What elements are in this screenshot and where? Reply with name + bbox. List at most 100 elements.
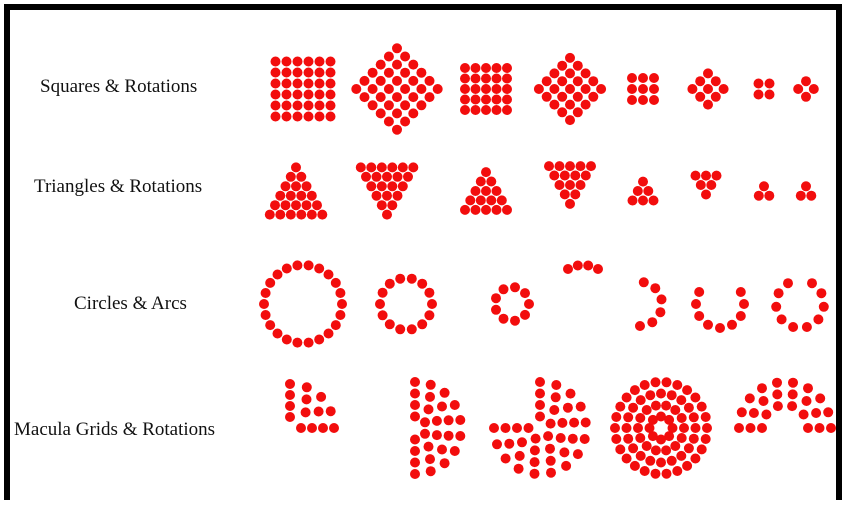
dot <box>314 335 324 345</box>
dot <box>690 454 700 464</box>
dot <box>376 76 386 86</box>
dot <box>433 84 443 94</box>
dot <box>304 57 314 67</box>
dot <box>799 410 809 420</box>
dot <box>788 389 798 399</box>
triangle-up-5 <box>460 167 512 215</box>
dot <box>630 461 640 471</box>
dot <box>460 84 470 94</box>
dot <box>535 400 545 410</box>
dot <box>375 299 385 309</box>
dot <box>410 458 420 468</box>
dot <box>481 167 491 177</box>
dot <box>581 171 591 181</box>
dot <box>395 274 405 284</box>
dot <box>815 393 825 403</box>
dot <box>633 423 643 433</box>
dot <box>581 68 591 78</box>
dot <box>492 186 502 196</box>
dot <box>293 101 303 111</box>
dot <box>623 412 633 422</box>
dot <box>265 210 275 220</box>
dot <box>581 418 591 428</box>
dot <box>754 79 764 89</box>
triangle-down-2 <box>796 181 817 200</box>
dot <box>689 434 699 444</box>
dot <box>684 443 694 453</box>
dot <box>557 61 567 71</box>
dot <box>534 84 544 94</box>
dot <box>535 412 545 422</box>
dot <box>408 162 418 172</box>
square-6x6 <box>271 57 336 122</box>
dot <box>326 90 336 100</box>
dot <box>772 389 782 399</box>
macula-full <box>610 377 712 478</box>
dot <box>392 92 402 102</box>
dot <box>535 389 545 399</box>
dot <box>622 393 632 403</box>
dot <box>265 278 275 288</box>
dot <box>510 316 520 326</box>
dot <box>460 63 470 73</box>
dot <box>690 393 700 403</box>
dot <box>745 393 755 403</box>
dot <box>557 92 567 102</box>
dot <box>701 171 711 181</box>
dot <box>627 84 637 94</box>
dot <box>803 383 813 393</box>
dot <box>581 84 591 94</box>
dot <box>802 396 812 406</box>
dot <box>384 100 394 110</box>
dot <box>736 311 746 321</box>
square-4x4 <box>627 73 659 105</box>
dot <box>282 57 292 67</box>
dot <box>296 191 306 201</box>
dot <box>627 73 637 83</box>
circle-large <box>259 260 347 347</box>
dot <box>273 329 283 339</box>
dot <box>335 288 345 298</box>
dot <box>573 449 583 459</box>
dot <box>471 186 481 196</box>
dot <box>398 162 408 172</box>
dot <box>385 279 395 289</box>
dot <box>304 90 314 100</box>
dot <box>377 200 387 210</box>
dot <box>813 314 823 324</box>
dot <box>400 68 410 78</box>
dot <box>293 68 303 78</box>
dot <box>502 95 512 105</box>
dot <box>565 53 575 63</box>
dot <box>656 458 666 468</box>
dot <box>638 95 648 105</box>
dot <box>549 84 559 94</box>
dot <box>407 274 417 284</box>
dot <box>324 329 334 339</box>
dot <box>291 200 301 210</box>
dot <box>489 423 499 433</box>
dot <box>549 405 559 415</box>
dot <box>627 95 637 105</box>
dot <box>360 92 370 102</box>
dot <box>573 261 583 271</box>
dot <box>739 299 749 309</box>
dot <box>651 469 661 479</box>
dot <box>696 180 706 190</box>
dot <box>460 105 470 115</box>
dot <box>281 200 291 210</box>
dot <box>796 191 806 201</box>
dot <box>378 288 388 298</box>
dot <box>667 456 677 466</box>
macula-three-quarter <box>489 377 591 479</box>
dot <box>657 294 667 304</box>
dot <box>432 416 442 426</box>
dot <box>444 415 454 425</box>
dot <box>676 395 686 405</box>
dot <box>392 76 402 86</box>
dot <box>636 451 646 461</box>
dot <box>656 389 666 399</box>
dot <box>510 282 520 292</box>
dot <box>312 200 322 210</box>
dot <box>314 407 324 417</box>
